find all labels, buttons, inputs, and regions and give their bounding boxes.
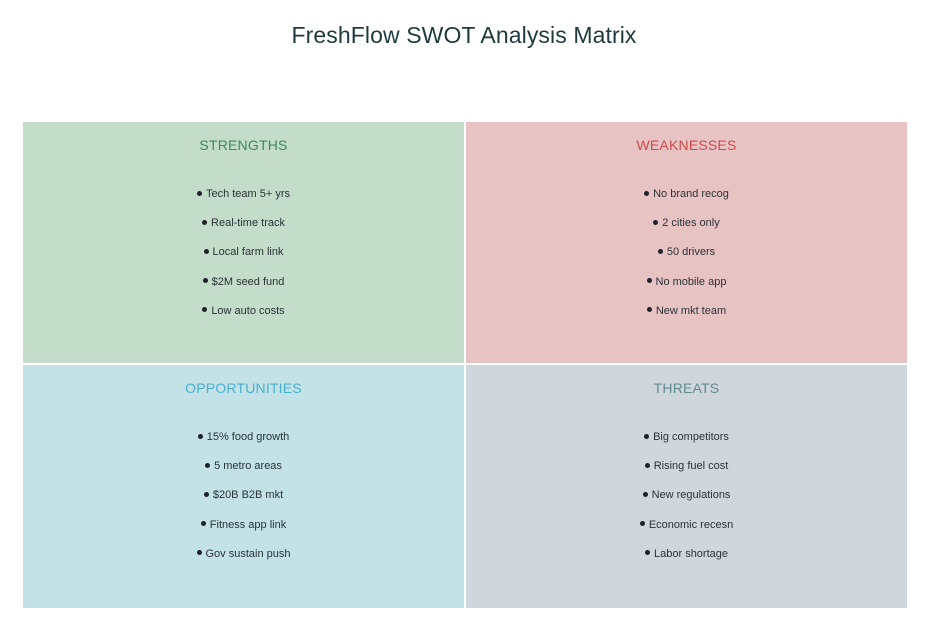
- threats-list: Big competitors Rising fuel cost New reg…: [466, 429, 907, 575]
- list-item: Real-time track: [23, 215, 464, 244]
- list-item: $20B B2B mkt: [23, 487, 464, 516]
- bullet-icon: [196, 190, 202, 196]
- list-item: New mkt team: [466, 303, 907, 332]
- list-item: Labor shortage: [466, 546, 907, 575]
- bullet-icon: [657, 248, 663, 254]
- bullet-icon: [644, 433, 650, 439]
- bullet-icon: [642, 491, 648, 497]
- strengths-quadrant: STRENGTHS Tech team 5+ yrs Real-time tra…: [23, 122, 464, 363]
- bullet-icon: [202, 307, 208, 313]
- list-item: No brand recog: [466, 186, 907, 215]
- list-item: New regulations: [466, 487, 907, 516]
- weaknesses-heading: WEAKNESSES: [636, 137, 737, 153]
- bullet-icon: [646, 278, 652, 284]
- bullet-icon: [644, 190, 650, 196]
- list-item: Gov sustain push: [23, 546, 464, 575]
- bullet-icon: [200, 521, 206, 527]
- bullet-icon: [639, 521, 645, 527]
- list-item: Tech team 5+ yrs: [23, 186, 464, 215]
- bullet-icon: [197, 433, 203, 439]
- opportunities-list: 15% food growth 5 metro areas $20B B2B m…: [23, 429, 464, 575]
- bullet-icon: [205, 462, 211, 468]
- list-item: Rising fuel cost: [466, 458, 907, 487]
- bullet-icon: [202, 219, 208, 225]
- list-item: $2M seed fund: [23, 274, 464, 303]
- list-item: 50 drivers: [466, 244, 907, 273]
- list-item: Fitness app link: [23, 517, 464, 546]
- strengths-heading: STRENGTHS: [199, 137, 288, 153]
- bullet-icon: [196, 550, 202, 556]
- list-item: 2 cities only: [466, 215, 907, 244]
- list-item: Economic recesn: [466, 517, 907, 546]
- weaknesses-list: No brand recog 2 cities only 50 drivers …: [466, 186, 907, 332]
- page-title: FreshFlow SWOT Analysis Matrix: [291, 22, 637, 48]
- bullet-icon: [203, 491, 209, 497]
- bullet-icon: [646, 307, 652, 313]
- threats-heading: THREATS: [653, 380, 720, 396]
- opportunities-heading: OPPORTUNITIES: [185, 380, 302, 396]
- list-item: 15% food growth: [23, 429, 464, 458]
- list-item: Local farm link: [23, 244, 464, 273]
- list-item: No mobile app: [466, 274, 907, 303]
- opportunities-quadrant: OPPORTUNITIES 15% food growth 5 metro ar…: [23, 365, 464, 608]
- strengths-list: Tech team 5+ yrs Real-time track Local f…: [23, 186, 464, 332]
- bullet-icon: [653, 219, 659, 225]
- swot-matrix: STRENGTHS Tech team 5+ yrs Real-time tra…: [23, 122, 907, 608]
- bullet-icon: [644, 462, 650, 468]
- weaknesses-quadrant: WEAKNESSES No brand recog 2 cities only …: [466, 122, 907, 363]
- bullet-icon: [645, 550, 650, 556]
- threats-quadrant: THREATS Big competitors Rising fuel cost…: [466, 365, 907, 608]
- list-item: Big competitors: [466, 429, 907, 458]
- bullet-icon: [202, 278, 208, 284]
- list-item: Low auto costs: [23, 303, 464, 332]
- bullet-icon: [203, 248, 209, 254]
- list-item: 5 metro areas: [23, 458, 464, 487]
